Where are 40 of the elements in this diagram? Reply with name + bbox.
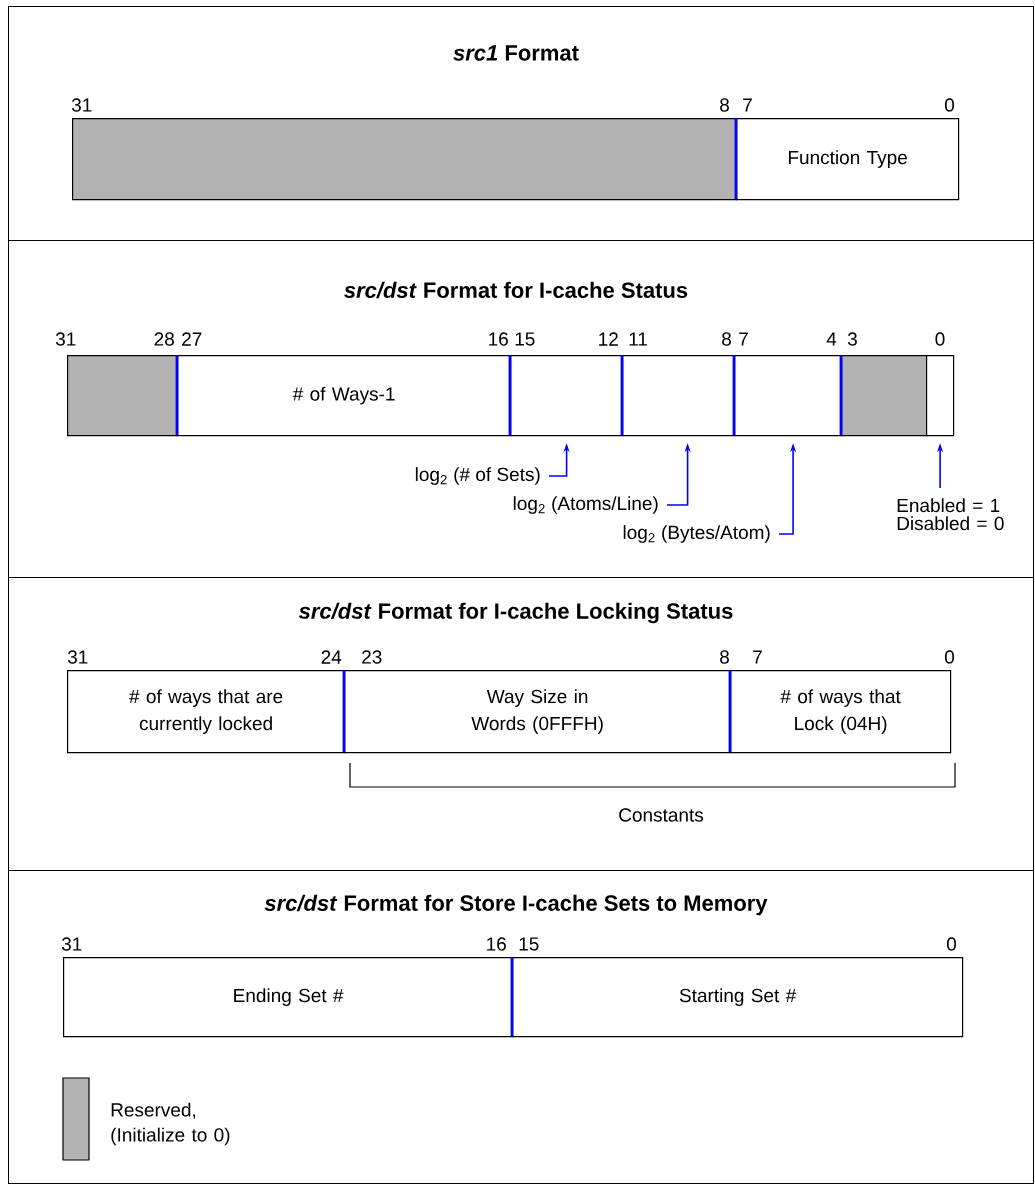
bit-field <box>510 355 624 437</box>
field-caption: log$_{2}$ (Bytes/Atom) <box>623 525 770 543</box>
bit-number: 31 <box>55 332 76 346</box>
field-caption: log$_{2}$ (Atoms/Line) <box>513 496 658 514</box>
bit-number: 16 <box>487 937 506 951</box>
bit-number: 7 <box>739 332 748 346</box>
bit-number: 16 <box>489 332 508 346</box>
bit-number: 27 <box>182 332 202 346</box>
legend-text: Reserved, (Initialize to 0) <box>111 1102 230 1146</box>
bit-number: 3 <box>847 332 857 346</box>
bit-number: 28 <box>154 332 174 346</box>
field-caption: Enabled = 1 Disabled = 0 <box>897 498 1004 531</box>
bit-number: 12 <box>599 332 618 346</box>
bit-number: 15 <box>519 937 539 951</box>
bit-number: 23 <box>362 650 382 664</box>
bit-field <box>622 355 736 437</box>
bit-number: 7 <box>753 650 762 664</box>
bracket-label: Constants <box>619 808 704 822</box>
bit-number: 8 <box>720 650 729 664</box>
bit-field <box>734 355 843 437</box>
reserved-field <box>841 355 928 437</box>
bit-field: Function Type <box>736 118 960 201</box>
bit-field: # of ways that Lock (04H) <box>730 670 952 754</box>
bit-field: Way Size in Words (0FFFH) <box>344 670 732 754</box>
bit-field: Starting Set # <box>512 957 964 1038</box>
bit-field: Ending Set # <box>63 957 514 1038</box>
bit-number: 8 <box>720 98 729 112</box>
bit-number: 11 <box>629 332 647 346</box>
bit-field: # of ways that are currently locked <box>67 670 346 754</box>
bit-number: 0 <box>935 332 945 346</box>
bit-number: 15 <box>515 332 535 346</box>
bit-number: 8 <box>722 332 731 346</box>
field-caption: log$_{2}$ (# of Sets) <box>415 467 540 485</box>
bit-number: 7 <box>743 98 752 112</box>
reserved-field <box>72 118 738 201</box>
bit-field <box>926 355 955 437</box>
bit-number: 4 <box>826 332 837 346</box>
bit-number: 0 <box>944 650 955 664</box>
bit-number: 24 <box>321 650 342 664</box>
reserved-field <box>67 355 179 437</box>
